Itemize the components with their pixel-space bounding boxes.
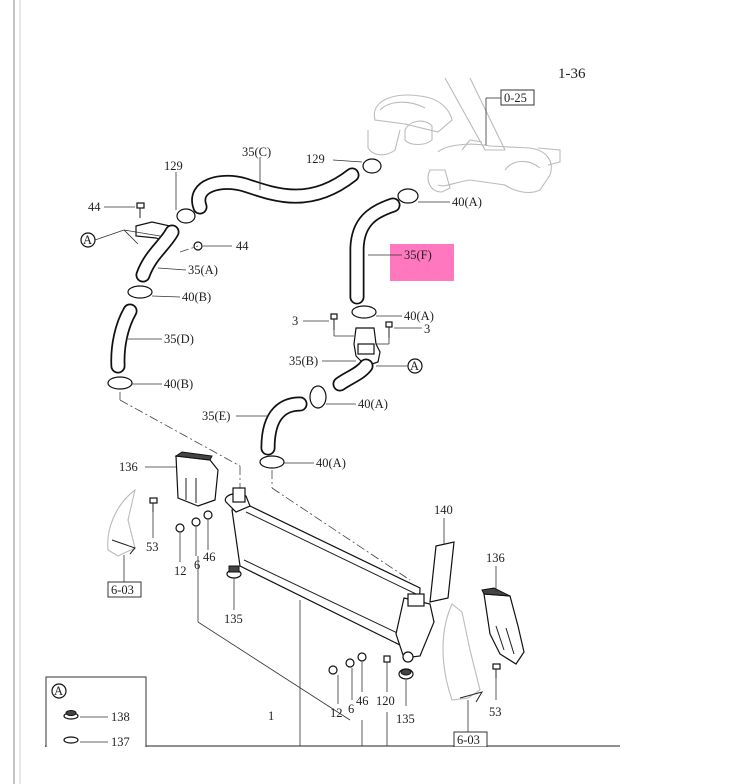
grommet-46-lower bbox=[357, 652, 367, 662]
intercooler-1 bbox=[224, 487, 435, 663]
dashline-44 bbox=[179, 245, 199, 253]
grommet-46-left bbox=[203, 510, 213, 520]
label-35b: 35(B) bbox=[289, 354, 318, 368]
label-135-left: 135 bbox=[224, 612, 243, 626]
clamp-40a-bottom bbox=[259, 455, 285, 469]
elbow-35b bbox=[332, 327, 381, 392]
hose-35f bbox=[349, 197, 401, 305]
ref-box-6-03-left bbox=[107, 581, 142, 598]
ref-label-6-03-left: 6-03 bbox=[111, 583, 134, 597]
page-number: 1-36 bbox=[558, 66, 586, 82]
label-129-right: 129 bbox=[306, 152, 325, 166]
label-3-right: 3 bbox=[424, 322, 430, 336]
bolt-53-right bbox=[492, 663, 501, 678]
legend-item-138: 138 bbox=[63, 710, 130, 724]
bolt-12-left bbox=[175, 523, 185, 533]
legend-label-137: 137 bbox=[111, 735, 130, 749]
clamp-129-left bbox=[176, 208, 196, 224]
ref-label-0-25: 0-25 bbox=[504, 91, 527, 105]
label-46-lower: 46 bbox=[356, 694, 369, 708]
bracket-left-ghost bbox=[111, 539, 136, 555]
clamp-40b-bottom bbox=[107, 376, 133, 390]
label-a-left: A bbox=[83, 233, 92, 247]
label-12-left: 12 bbox=[174, 564, 187, 578]
ghost-intake-assembly bbox=[367, 77, 561, 194]
washer-6-lower bbox=[345, 658, 355, 668]
page-bottom-mask bbox=[21, 747, 751, 784]
air-guide-136-left bbox=[174, 451, 219, 507]
label-35c: 35(C) bbox=[242, 145, 271, 159]
mount-135-right bbox=[398, 668, 414, 680]
leader-40b-top bbox=[151, 295, 181, 298]
washer-6-left bbox=[191, 517, 201, 527]
ref-label-6-03-right: 6-03 bbox=[457, 733, 480, 747]
legend-key: A bbox=[54, 684, 63, 698]
bolt-12-lower bbox=[328, 665, 338, 675]
bracket-right-ghost bbox=[459, 691, 484, 703]
label-44-left: 44 bbox=[88, 200, 101, 214]
label-3-left: 3 bbox=[292, 314, 298, 328]
label-140: 140 bbox=[434, 503, 453, 517]
legend-item-137: 137 bbox=[63, 735, 130, 749]
label-53-left: 53 bbox=[146, 540, 159, 554]
bolt-3-left bbox=[330, 313, 338, 330]
label-120: 120 bbox=[376, 694, 395, 708]
label-135-right: 135 bbox=[396, 712, 415, 726]
ref-box-0-25 bbox=[500, 89, 535, 106]
label-129-left: 129 bbox=[164, 159, 183, 173]
label-35f: 35(F) bbox=[404, 248, 432, 262]
label-136-left: 136 bbox=[119, 460, 138, 474]
label-44-right: 44 bbox=[236, 239, 249, 253]
label-12-lower: 12 bbox=[330, 706, 343, 720]
bolt-3-right bbox=[385, 321, 393, 338]
label-40b-top: 40(B) bbox=[182, 290, 211, 304]
leader-a-left-2 bbox=[123, 229, 139, 245]
label-6-left: 6 bbox=[194, 558, 200, 572]
ghost-panel-left bbox=[107, 488, 136, 557]
hose-35c bbox=[191, 167, 360, 215]
clamp-129-right bbox=[362, 158, 382, 174]
legend-label-138: 138 bbox=[111, 710, 130, 724]
hose-35a bbox=[135, 224, 180, 283]
legend-box-a: A 138 137 bbox=[45, 676, 147, 753]
label-46-left: 46 bbox=[203, 550, 216, 564]
highlight-35f bbox=[390, 244, 454, 281]
dashline-left-2 bbox=[119, 399, 241, 467]
seal-140 bbox=[429, 541, 455, 603]
label-6-lower: 6 bbox=[348, 702, 354, 716]
clamp-40a-mid bbox=[351, 305, 377, 319]
leader-a-left-3 bbox=[123, 229, 161, 237]
pin-120 bbox=[383, 655, 391, 663]
legend-callout-a bbox=[51, 683, 67, 699]
hose-35e bbox=[260, 396, 308, 456]
leader-a-left-1 bbox=[94, 229, 125, 241]
bolt-44-left bbox=[136, 202, 145, 218]
ghost-panel-right bbox=[442, 603, 481, 701]
label-35e: 35(E) bbox=[202, 409, 230, 423]
label-a-mid: A bbox=[410, 359, 419, 373]
label-136-right: 136 bbox=[486, 551, 505, 565]
label-40a-low: 40(A) bbox=[358, 397, 388, 411]
mount-135-left bbox=[226, 565, 242, 579]
label-40a-mid: 40(A) bbox=[404, 309, 434, 323]
leader-35a bbox=[157, 267, 187, 271]
leader-1-diag bbox=[197, 621, 351, 721]
label-35d: 35(D) bbox=[164, 332, 194, 346]
dashline-right-2 bbox=[271, 487, 411, 581]
label-40b-bottom: 40(B) bbox=[164, 377, 193, 391]
label-40a-top: 40(A) bbox=[452, 195, 482, 209]
label-53-right: 53 bbox=[489, 705, 502, 719]
leader-129-right bbox=[332, 159, 363, 163]
clamp-40a-low bbox=[309, 385, 327, 409]
bolt-53-left bbox=[149, 497, 158, 512]
clamp-40b-top bbox=[127, 285, 153, 299]
clamp-40a-top bbox=[397, 188, 419, 204]
air-guide-136-right bbox=[481, 587, 525, 665]
label-35a: 35(A) bbox=[188, 263, 218, 277]
hose-35d bbox=[110, 303, 138, 374]
label-40a-bottom: 40(A) bbox=[316, 456, 346, 470]
label-1: 1 bbox=[268, 709, 274, 723]
